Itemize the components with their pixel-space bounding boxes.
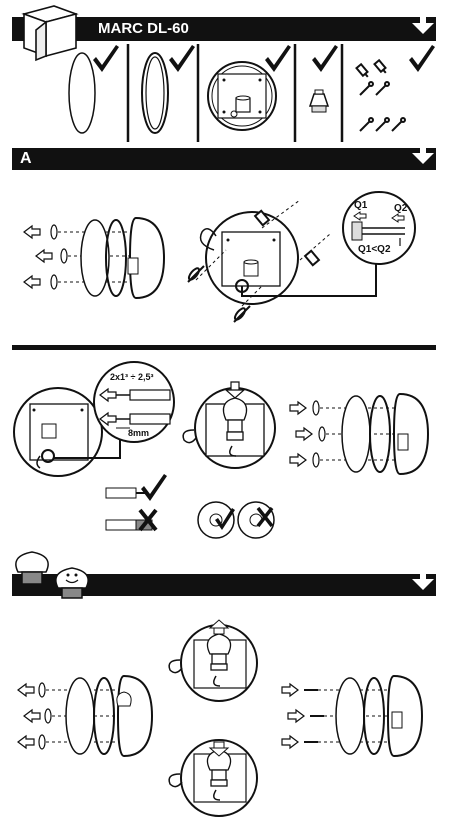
cable bbox=[199, 228, 217, 251]
diffuser-cover bbox=[68, 52, 96, 134]
arrow-left-icon bbox=[23, 224, 41, 240]
cable bbox=[168, 773, 183, 788]
wire-cross-section-label: 2x1³ ÷ 2,5³ bbox=[110, 372, 154, 382]
arrow-right-icon bbox=[281, 734, 299, 750]
arrow-right-icon bbox=[289, 400, 307, 416]
base-housing bbox=[207, 61, 277, 131]
gasket-ring bbox=[369, 395, 391, 473]
arrow-right-icon bbox=[40, 580, 58, 596]
diffuser-cover bbox=[335, 677, 365, 755]
arrow-left-icon bbox=[35, 248, 53, 264]
header-bar bbox=[12, 17, 436, 41]
arrow-left-icon bbox=[353, 211, 367, 221]
cable bbox=[168, 659, 183, 674]
checkmark-icon bbox=[93, 45, 435, 72]
strip-length-label: 8mm bbox=[128, 428, 150, 438]
bulb-replace-bar bbox=[12, 574, 436, 596]
gasket-ring bbox=[141, 52, 169, 134]
q1-label: Q1 bbox=[354, 200, 368, 211]
light-bulb-icon bbox=[222, 397, 248, 441]
wire-incorrect-example bbox=[105, 508, 158, 532]
arrow-down-icon bbox=[224, 381, 246, 399]
arrow-up-icon bbox=[213, 627, 225, 635]
cable-gland bbox=[308, 89, 330, 113]
cable bbox=[182, 429, 197, 444]
arrow-left-icon bbox=[23, 708, 41, 724]
arrow-right-icon bbox=[281, 682, 299, 698]
arrow-left-icon bbox=[391, 213, 405, 223]
base-housing bbox=[386, 674, 424, 758]
section-divider bbox=[12, 345, 436, 350]
q-relation-label: Q1<Q2 bbox=[358, 244, 391, 255]
socket-correct-example bbox=[197, 501, 235, 539]
arrow-left-icon bbox=[23, 274, 41, 290]
base-housing bbox=[128, 216, 166, 300]
arrow-right-icon bbox=[289, 452, 307, 468]
section-a-label: A bbox=[20, 150, 32, 167]
section-a-bar bbox=[12, 148, 436, 170]
light-bulb-icon bbox=[116, 691, 132, 707]
arrow-down-icon bbox=[412, 573, 434, 590]
arrow-left-icon bbox=[17, 734, 35, 750]
arrow-right-icon bbox=[287, 708, 305, 724]
light-bulb-icon bbox=[206, 749, 232, 787]
light-bulb-icon bbox=[206, 633, 232, 671]
base-housing bbox=[392, 392, 430, 476]
arrow-left-icon bbox=[17, 682, 35, 698]
screws-and-plugs bbox=[187, 209, 321, 323]
cross-icon bbox=[256, 506, 274, 528]
checkmark-icon bbox=[215, 508, 235, 530]
arrow-down-icon bbox=[208, 747, 230, 757]
diffuser-cover bbox=[65, 677, 95, 755]
gasket-ring bbox=[363, 677, 385, 755]
cross-icon bbox=[138, 508, 158, 532]
wire-correct-example bbox=[105, 474, 167, 501]
base-housing bbox=[13, 387, 103, 477]
diffuser-cover bbox=[80, 219, 110, 297]
arrow-right-icon bbox=[295, 426, 313, 442]
screws-and-plugs bbox=[355, 58, 406, 132]
gasket-ring bbox=[93, 677, 115, 755]
header-title: MARC DL-60 bbox=[98, 20, 189, 37]
q2-label: Q2 bbox=[394, 203, 408, 214]
base-housing bbox=[205, 211, 299, 305]
socket-incorrect-example bbox=[237, 501, 275, 539]
base-housing bbox=[116, 674, 154, 758]
gasket-ring bbox=[105, 219, 127, 297]
checkmark-icon bbox=[141, 474, 167, 501]
